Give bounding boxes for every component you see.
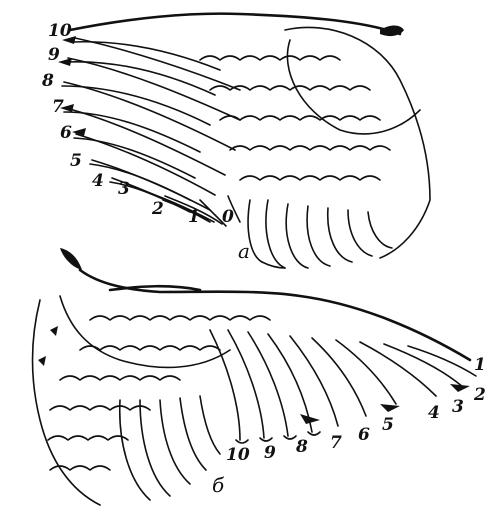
- top-label-0: 0: [222, 207, 234, 227]
- top-label-6: 6: [60, 123, 72, 143]
- bottom-label-6: 6: [358, 425, 370, 445]
- bottom-wing-labels: 1 2 3 4 5 6 7 8 9 10 б: [212, 355, 486, 497]
- bottom-label-7: 7: [330, 433, 342, 453]
- top-label-8: 8: [41, 71, 54, 91]
- bottom-label-9: 9: [264, 443, 276, 463]
- top-wing-caption: а: [238, 239, 250, 263]
- bottom-label-2: 2: [473, 385, 486, 405]
- top-label-4: 4: [92, 171, 104, 191]
- top-label-3: 3: [118, 179, 130, 199]
- bottom-label-5: 5: [382, 415, 394, 435]
- top-label-9: 9: [48, 45, 60, 65]
- bottom-label-1: 1: [474, 355, 486, 375]
- top-wing-drawing: [58, 14, 430, 268]
- bottom-label-10: 10: [226, 445, 250, 465]
- top-label-7: 7: [52, 97, 64, 117]
- top-label-5: 5: [70, 151, 82, 171]
- bottom-wing-drawing: [33, 248, 477, 505]
- bottom-wing-caption: б: [212, 473, 225, 497]
- top-label-2: 2: [151, 199, 164, 219]
- bottom-label-8: 8: [295, 437, 308, 457]
- top-label-1: 1: [188, 207, 200, 227]
- bottom-label-4: 4: [428, 403, 440, 423]
- bottom-label-3: 3: [452, 397, 464, 417]
- top-label-10: 10: [48, 21, 72, 41]
